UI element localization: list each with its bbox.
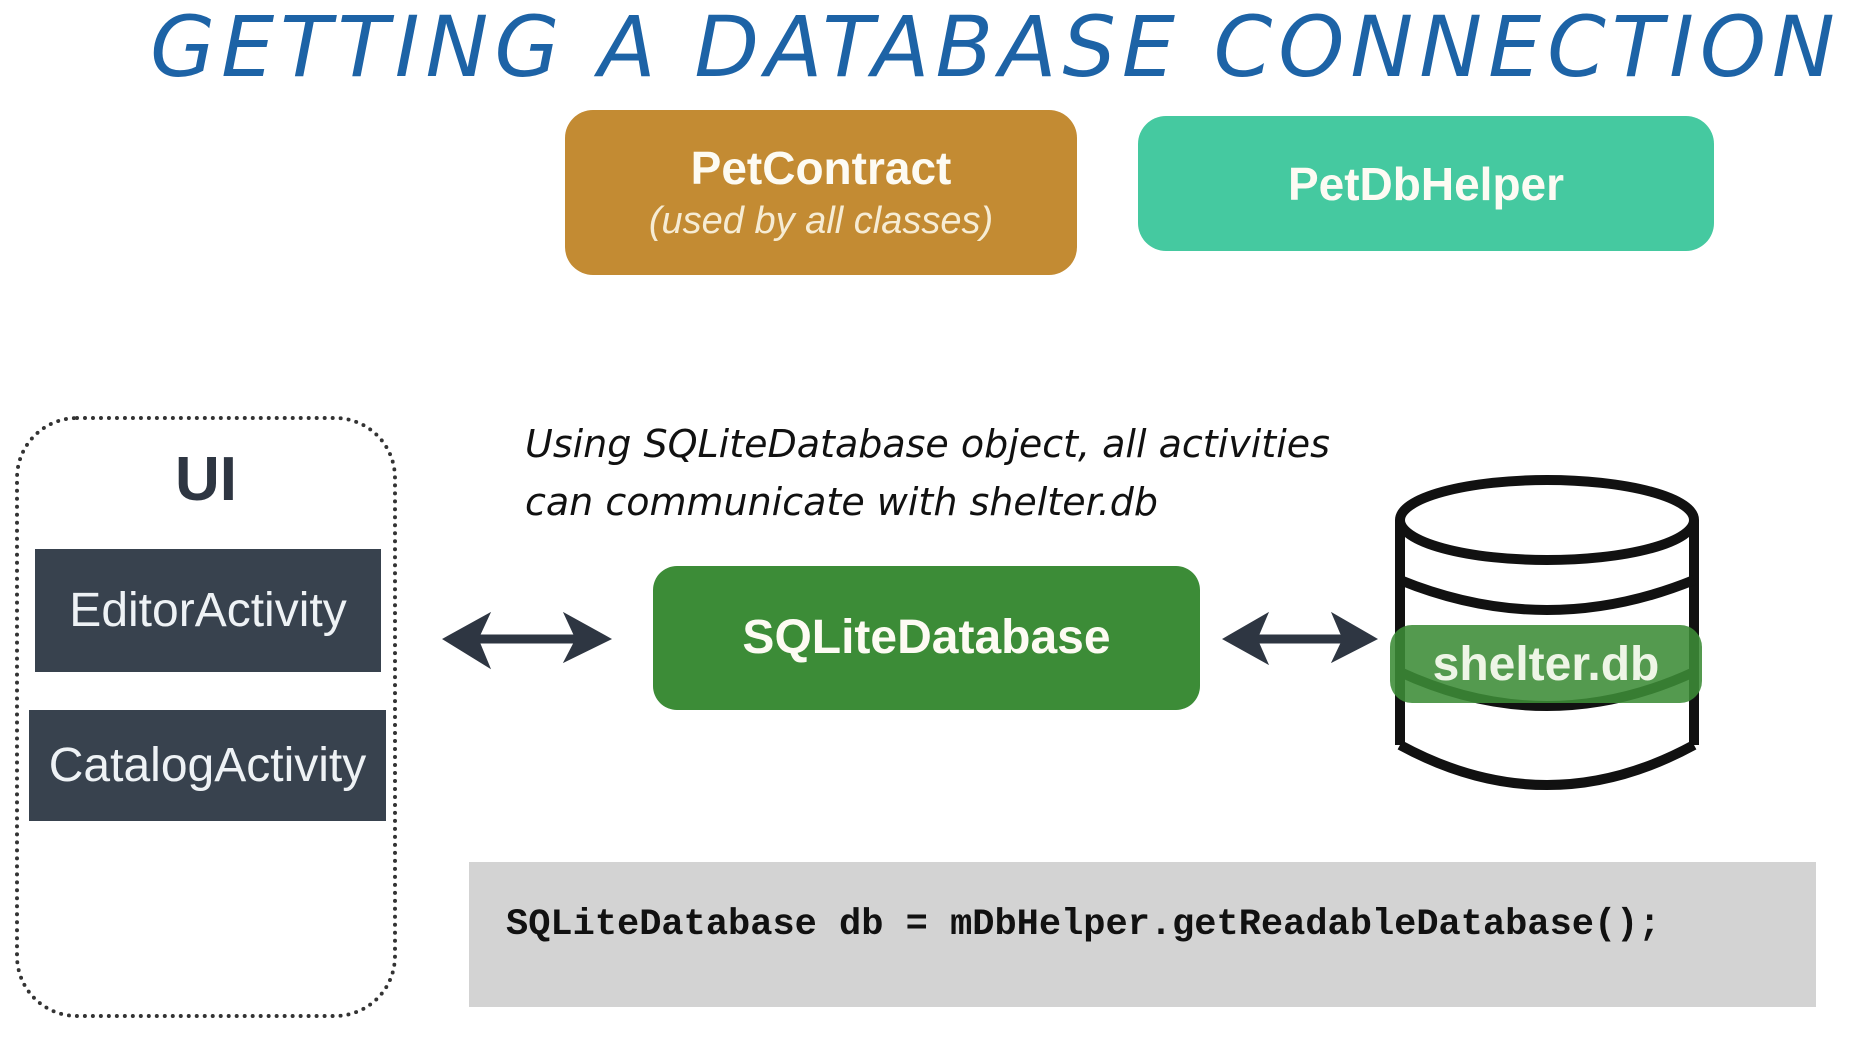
code-snippet: SQLiteDatabase db = mDbHelper.getReadabl…: [506, 904, 1661, 946]
pet-db-helper-label: PetDbHelper: [1287, 157, 1565, 210]
sqlite-database-box: SQLiteDatabase: [653, 566, 1200, 710]
arrow-sqlite-to-db: [1221, 611, 1379, 666]
editor-activity-box: EditorActivity: [35, 549, 381, 672]
page-title: GETTING A DATABASE CONNECTION: [150, 0, 1841, 96]
pet-db-helper-box: PetDbHelper: [1138, 116, 1714, 251]
catalog-activity-box: CatalogActivity: [29, 710, 386, 821]
ui-group-frame: [15, 416, 397, 1018]
annotation-line-1: Using SQLiteDatabase object, all activit…: [525, 422, 1330, 466]
sqlite-database-label: SQLiteDatabase: [742, 611, 1111, 664]
annotation-line-2: can communicate with shelter.db: [525, 480, 1159, 524]
shelter-db-band: [1390, 625, 1702, 703]
annotation-note: Using SQLiteDatabase object, all activit…: [525, 415, 1345, 531]
pet-contract-label: PetContract: [690, 141, 952, 194]
arrow-ui-to-sqlite: [442, 611, 613, 670]
pet-contract-sublabel: (used by all classes): [648, 199, 994, 242]
ui-group-label: UI: [175, 445, 237, 514]
code-snippet-box: [469, 862, 1816, 1007]
shelter-db-label: shelter.db: [1432, 637, 1660, 691]
pet-contract-box: PetContract (used by all classes): [565, 110, 1077, 275]
